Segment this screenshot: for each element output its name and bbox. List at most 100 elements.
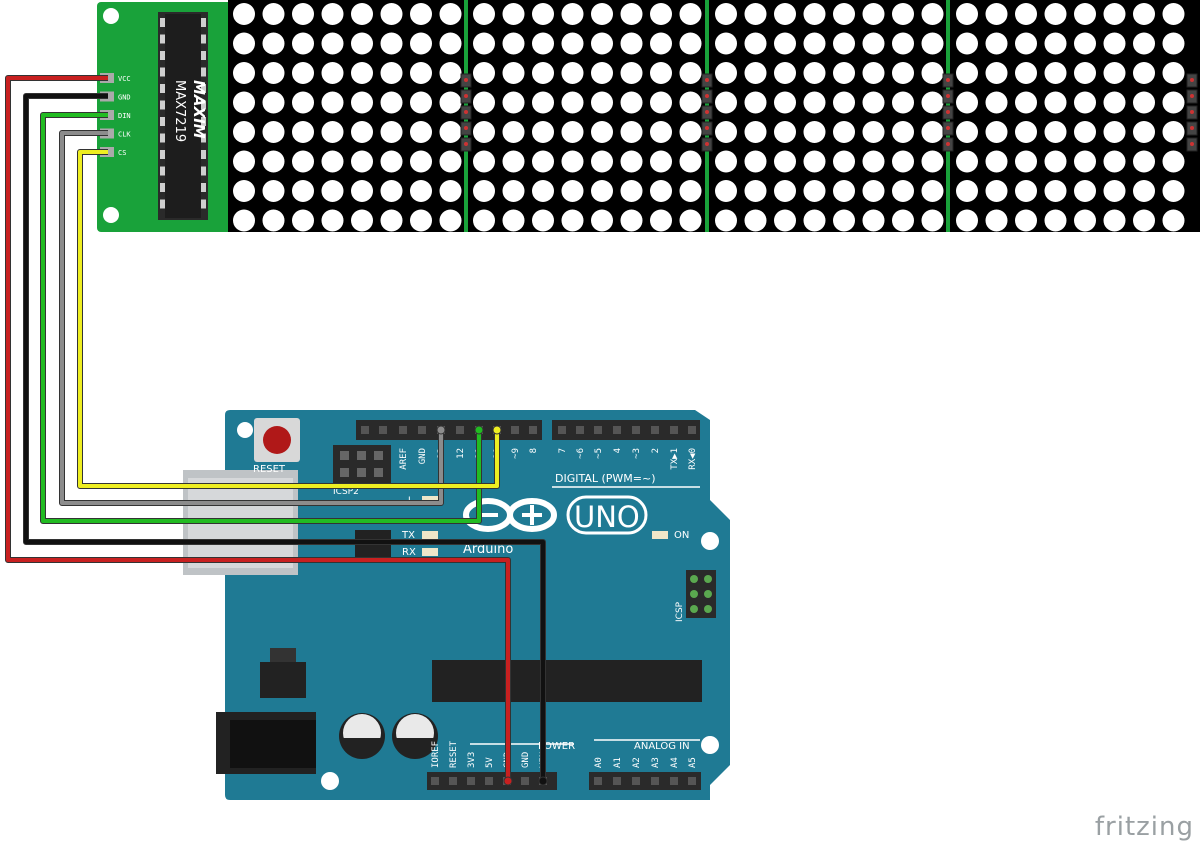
led-dot xyxy=(620,180,643,202)
power-pin xyxy=(467,777,475,785)
led-dot xyxy=(774,121,796,143)
led-dot xyxy=(561,150,584,173)
digital-pin-label: ~3 xyxy=(632,448,642,459)
digital-header-right xyxy=(552,420,700,440)
led-dot xyxy=(591,62,613,84)
power-pin-label: 3V3 xyxy=(467,752,477,768)
led-dot xyxy=(679,209,702,232)
led-dot xyxy=(774,32,796,55)
led-dot xyxy=(321,62,344,84)
led-dot xyxy=(321,91,344,114)
chain-pin-dot xyxy=(946,110,950,114)
mount-hole xyxy=(701,532,719,550)
led-dot xyxy=(985,150,1008,173)
led-dot xyxy=(262,3,285,25)
led-dot xyxy=(532,121,554,143)
led-dot xyxy=(502,32,525,55)
led-dot xyxy=(744,180,767,202)
led-dot xyxy=(620,150,643,173)
led-dot xyxy=(292,62,314,84)
wire-end xyxy=(492,425,502,435)
led-dot xyxy=(715,180,737,202)
analog-pin-label: A2 xyxy=(632,757,642,768)
led-dot xyxy=(1015,209,1037,232)
led-dot xyxy=(1074,180,1096,202)
digital-pin-label: TX▶1 xyxy=(670,448,680,470)
led-dot xyxy=(774,3,796,25)
led-dot xyxy=(803,121,826,143)
led-dot xyxy=(985,91,1008,114)
led-dot xyxy=(321,121,344,143)
led-dot xyxy=(532,209,554,232)
led-dot xyxy=(233,32,255,55)
led-dot xyxy=(502,180,525,202)
led-dot xyxy=(1162,91,1185,114)
led-dot xyxy=(862,121,885,143)
led-dot xyxy=(803,209,826,232)
led-dot xyxy=(744,121,767,143)
digital-pin xyxy=(651,426,659,434)
led-dot xyxy=(351,180,373,202)
led-dot xyxy=(473,121,495,143)
led-dot xyxy=(233,180,255,202)
led-dot xyxy=(292,91,314,114)
led-dot xyxy=(1044,150,1067,173)
led-dot xyxy=(1103,62,1126,84)
led-dot xyxy=(410,150,432,173)
led-dot xyxy=(233,62,255,84)
led-dot xyxy=(715,32,737,55)
led-dot xyxy=(1074,150,1096,173)
led-dot xyxy=(985,3,1008,25)
led-dot xyxy=(650,209,672,232)
matrix-pin-label: VCC xyxy=(118,75,131,83)
chain-pin-dot xyxy=(464,110,468,114)
led-dot xyxy=(744,62,767,84)
led-dot xyxy=(1015,62,1037,84)
led-dot xyxy=(620,121,643,143)
analog-pin-label: A0 xyxy=(594,757,604,768)
led-dot xyxy=(744,209,767,232)
ic-small xyxy=(355,530,391,562)
reset-button-cap[interactable] xyxy=(263,426,291,454)
digital-pin-label: 12 xyxy=(456,448,466,459)
led-dot xyxy=(1103,180,1126,202)
led-dot xyxy=(410,32,432,55)
digital-pin xyxy=(632,426,640,434)
led-dot xyxy=(321,209,344,232)
chip-leg xyxy=(201,84,206,93)
power-pin-label: 5V xyxy=(485,757,495,768)
led-dot xyxy=(803,62,826,84)
digital-pin-label: AREF xyxy=(399,448,409,470)
led-dot xyxy=(1044,62,1067,84)
matrix-pin-label: CLK xyxy=(118,131,131,139)
matrix-pin-label: CS xyxy=(118,149,126,157)
analog-pin xyxy=(651,777,659,785)
led-dot xyxy=(985,121,1008,143)
led-dot xyxy=(956,32,978,55)
led-dot xyxy=(380,32,403,55)
led-dot xyxy=(679,121,702,143)
led-dot xyxy=(956,180,978,202)
chain-pin-dot xyxy=(705,94,709,98)
led-dot xyxy=(1133,180,1155,202)
led-dot xyxy=(1044,32,1067,55)
chain-pin-dot xyxy=(1190,142,1194,146)
led-dot xyxy=(321,3,344,25)
led-dot xyxy=(833,209,855,232)
led-dot xyxy=(650,91,672,114)
led-dot xyxy=(233,150,255,173)
led-dot xyxy=(679,62,702,84)
digital-pin-label: 4 xyxy=(613,448,623,453)
mount-hole xyxy=(237,422,253,438)
chip-leg xyxy=(201,100,206,110)
led-dot xyxy=(532,3,554,25)
analog-pin-label: A3 xyxy=(651,757,661,768)
led-dot xyxy=(532,62,554,84)
icsp2-pin xyxy=(357,451,366,460)
led-dot xyxy=(1162,209,1185,232)
led-dot xyxy=(1074,209,1096,232)
led-dot xyxy=(1015,150,1037,173)
led-dot xyxy=(591,121,613,143)
power-pin xyxy=(449,777,457,785)
wires xyxy=(5,75,548,786)
